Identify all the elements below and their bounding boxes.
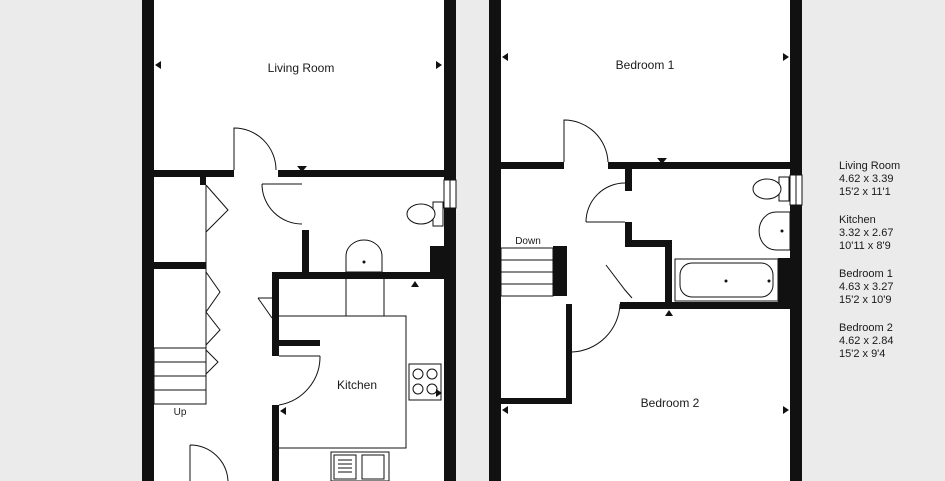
kitchen-cupboard-wall: [272, 340, 320, 346]
cupboard-door-1: [205, 184, 229, 233]
kitchen-dim-arrow-top: [411, 281, 419, 287]
wc-left-wall: [302, 230, 309, 277]
kitchen-cupboard-door: [257, 297, 273, 319]
stairs-up-label: Up: [174, 407, 187, 418]
kitchen-counter: [279, 315, 407, 449]
hall-post: [200, 177, 206, 185]
cupboard-wall-1: [154, 262, 206, 269]
kitchen-door: [278, 355, 321, 406]
bedroom1-door: [563, 119, 609, 163]
bedroom2-door: [571, 303, 621, 353]
bedroom1-dim-arrow-right: [783, 53, 789, 61]
legend-room-name: Living Room: [839, 160, 901, 172]
legend-imperial: 15'2 x 10'9: [839, 294, 892, 306]
first-stairs: [500, 247, 554, 297]
bedroom2-dim-arrow-left: [502, 406, 508, 414]
legend-imperial: 15'2 x 9'4: [839, 348, 886, 360]
living-room-dim-arrow-bottom: [297, 166, 307, 172]
bedroom1-label: Bedroom 1: [616, 58, 675, 72]
bathroom-left-wall-upper: [625, 169, 632, 191]
legend-metric: 3.32 x 2.67: [839, 227, 894, 239]
kitchen-sink-icon: [330, 451, 390, 481]
bedroom1-bottom-wall-left: [501, 162, 564, 169]
ground-stairs: [153, 347, 207, 405]
wc-toilet-icon: [406, 201, 444, 227]
front-door: [189, 444, 229, 481]
legend-entry-bedroom-1: Bedroom 1 4.63 x 3.27 15'2 x 10'9: [839, 268, 943, 307]
cupboard-door-first: [605, 264, 633, 299]
ground-right-wall: [444, 0, 456, 481]
legend-metric: 4.62 x 3.39: [839, 173, 894, 185]
legend-entry-living-room: Living Room 4.62 x 3.39 15'2 x 11'1: [839, 160, 943, 199]
kitchen-dim-arrow-right: [436, 389, 442, 397]
living-room-bottom-wall-left: [154, 170, 234, 177]
kitchen-left-wall-lower: [272, 405, 279, 481]
stairs-down-label: Down: [515, 236, 541, 247]
wc-corner-block: [430, 246, 444, 276]
bathroom-left-wall-lower: [625, 222, 632, 247]
living-room-door: [233, 127, 277, 171]
ground-left-wall: [142, 0, 154, 481]
bedroom2-dim-arrow-top: [665, 310, 673, 316]
landing-wall-2: [566, 304, 572, 398]
bedroom2-label: Bedroom 2: [641, 396, 700, 410]
living-room-bottom-wall-right: [278, 170, 444, 177]
legend-imperial: 15'2 x 11'1: [839, 186, 891, 198]
first-right-wall: [790, 0, 802, 481]
hob-icon: [408, 363, 442, 401]
kitchen-dim-arrow-left: [280, 407, 286, 415]
legend-metric: 4.63 x 3.27: [839, 281, 894, 293]
legend-imperial: 10'11 x 8'9: [839, 240, 891, 252]
bathroom-toilet-icon: [752, 176, 790, 202]
bathroom-basin-icon: [758, 211, 791, 251]
legend-room-name: Bedroom 2: [839, 322, 893, 334]
bathroom-inner-wall: [665, 240, 672, 306]
bedroom2-dim-arrow-right: [783, 406, 789, 414]
bedroom2-top-wall: [501, 398, 572, 404]
wc-basin-icon: [345, 239, 383, 273]
first-left-wall: [489, 0, 501, 481]
ground-floor: Living Room Kitchen Up: [142, 0, 457, 481]
bath-icon: [674, 258, 779, 302]
living-room-dim-arrow-left: [155, 61, 161, 69]
bathroom-bottom-wall: [620, 302, 790, 309]
legend-room-name: Kitchen: [839, 214, 876, 226]
kitchen-left-wall-upper: [272, 276, 279, 356]
legend-metric: 4.62 x 2.84: [839, 335, 894, 347]
kitchen-label: Kitchen: [337, 378, 377, 392]
bathroom-step-wall: [625, 240, 672, 247]
legend-room-name: Bedroom 1: [839, 268, 893, 280]
legend-entry-bedroom-2: Bedroom 2 4.62 x 2.84 15'2 x 9'4: [839, 322, 943, 361]
bedroom1-dim-arrow-bottom: [657, 158, 667, 164]
bedroom1-bottom-wall-right: [608, 162, 790, 169]
living-room-dim-arrow-right: [436, 61, 442, 69]
bathroom-door: [585, 182, 626, 223]
bathroom-corner-block: [778, 258, 790, 302]
wc-door: [261, 183, 303, 225]
bedroom1-dim-arrow-left: [502, 53, 508, 61]
room-dimensions-legend: Living Room 4.62 x 3.39 15'2 x 11'1 Kitc…: [839, 160, 943, 376]
wc-bottom-wall: [272, 272, 444, 279]
legend-entry-kitchen: Kitchen 3.32 x 2.67 10'11 x 8'9: [839, 214, 943, 253]
first-floor: Bedroom 1 Bedroom 2 Down: [489, 0, 803, 481]
cupboard-door-3: [205, 349, 219, 375]
living-room-label: Living Room: [268, 61, 335, 75]
landing-wall-1: [553, 246, 567, 296]
